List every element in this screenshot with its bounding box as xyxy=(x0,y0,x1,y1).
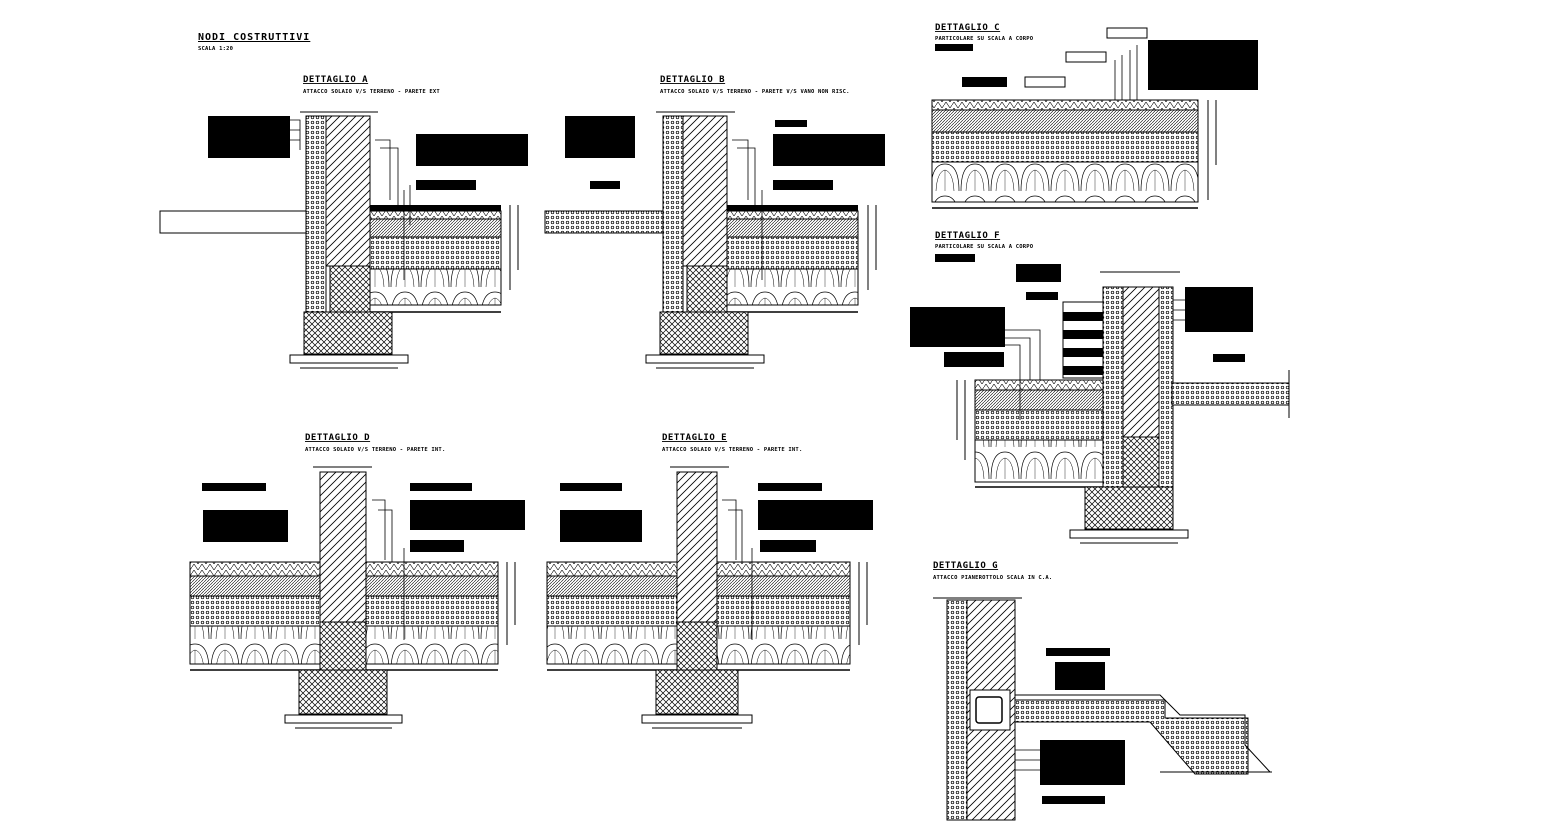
detail-f-title: DETTAGLIO F xyxy=(935,231,1000,241)
sheet-scale: SCALA 1:20 xyxy=(198,46,233,52)
detail-a-subtitle: ATTACCO SOLAIO V/S TERRENO - PARETE EXT xyxy=(303,89,440,95)
detail-b-title: DETTAGLIO B xyxy=(660,75,725,85)
detail-d-title: DETTAGLIO D xyxy=(305,433,370,443)
detail-f: DETTAGLIO F PARTICOLARE SU SCALA A CORPO xyxy=(910,231,1290,544)
detail-b-subtitle: ATTACCO SOLAIO V/S TERRENO - PARETE V/S … xyxy=(660,89,850,95)
sheet-title: NODI COSTRUTTIVI xyxy=(198,32,310,43)
detail-d: DETTAGLIO D ATTACCO SOLAIO V/S TERRENO -… xyxy=(189,433,525,729)
detail-a: DETTAGLIO A ATTACCO SOLAIO V/S TERRENO -… xyxy=(159,75,528,369)
detail-g-subtitle: ATTACCO PIANEROTTOLO SCALA IN C.A. xyxy=(933,575,1052,581)
detail-c-subtitle: PARTICOLARE SU SCALA A CORPO xyxy=(935,36,1034,42)
detail-e-subtitle: ATTACCO SOLAIO V/S TERRENO - PARETE INT. xyxy=(662,447,802,453)
detail-g-title: DETTAGLIO G xyxy=(933,561,998,571)
detail-f-subtitle: PARTICOLARE SU SCALA A CORPO xyxy=(935,244,1034,250)
detail-e-title: DETTAGLIO E xyxy=(662,433,727,443)
detail-g: DETTAGLIO G ATTACCO PIANEROTTOLO SCALA I… xyxy=(933,561,1272,821)
detail-b: DETTAGLIO B ATTACCO SOLAIO V/S TERRENO -… xyxy=(544,75,885,369)
detail-e: DETTAGLIO E ATTACCO SOLAIO V/S TERRENO -… xyxy=(546,433,873,729)
detail-d-subtitle: ATTACCO SOLAIO V/S TERRENO - PARETE INT. xyxy=(305,447,445,453)
detail-a-title: DETTAGLIO A xyxy=(303,75,368,85)
detail-c: DETTAGLIO C PARTICOLARE SU SCALA A CORPO xyxy=(931,23,1258,209)
detail-c-title: DETTAGLIO C xyxy=(935,23,1000,33)
